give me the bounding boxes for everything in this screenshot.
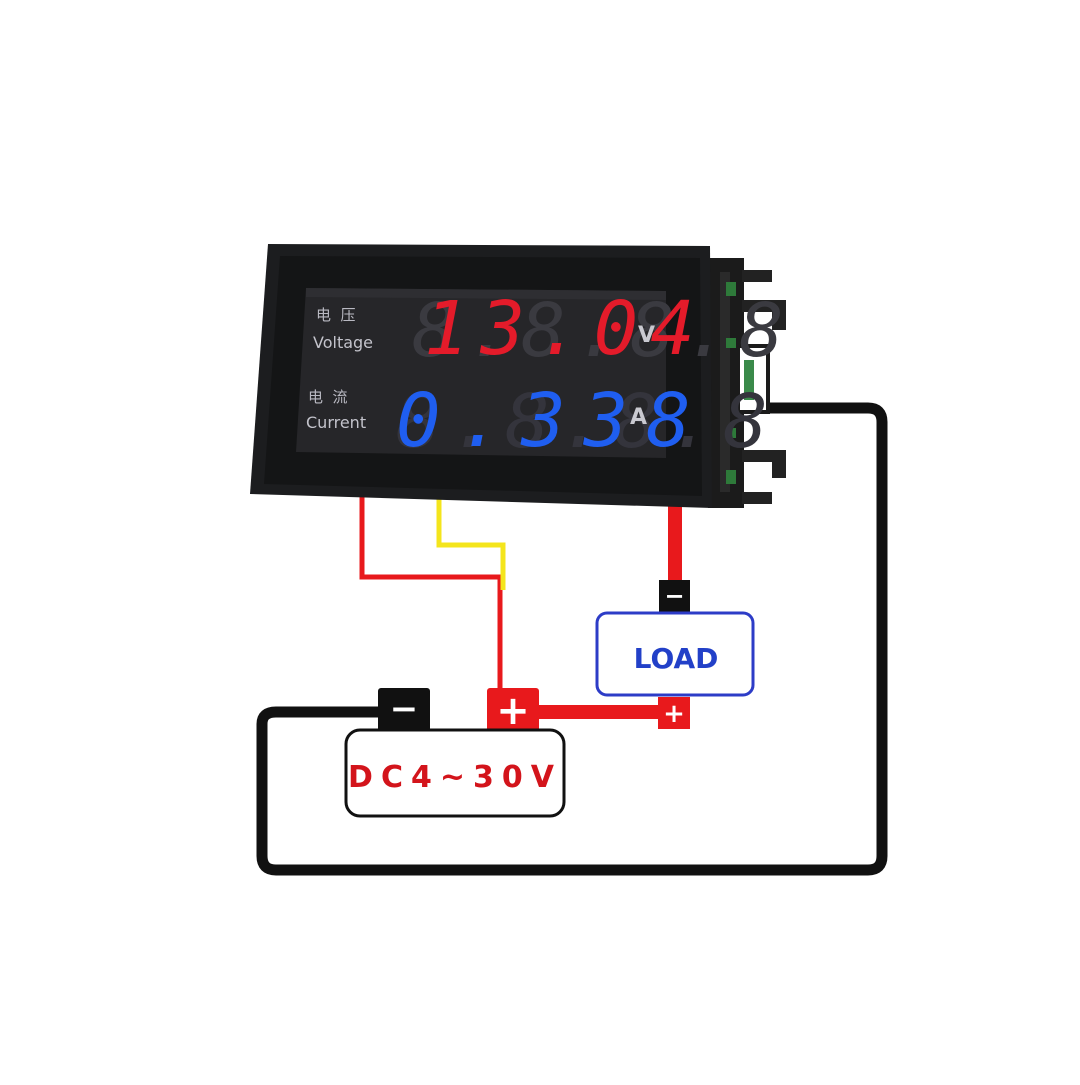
load-label: LOAD xyxy=(634,642,719,675)
load-negative-terminal xyxy=(659,580,690,614)
voltage-unit: V xyxy=(638,323,655,348)
voltage-label-cn: 电 压 xyxy=(316,306,356,324)
load-positive-symbol: + xyxy=(663,699,685,729)
yellow-wire xyxy=(436,498,506,590)
meter-module: 电 压 Voltage 电 流 Current 8.8.8.8 8.8.8.8 … xyxy=(250,244,794,508)
svg-text:8.8.8.8: 8.8.8.8 xyxy=(412,288,794,374)
red-sense-wire xyxy=(359,496,503,700)
voltage-reading: 13.04 xyxy=(424,286,707,372)
supply-box xyxy=(344,728,566,818)
current-label-en: Current xyxy=(306,413,366,432)
supply-label: DC4~30V xyxy=(348,760,562,795)
load-positive-terminal xyxy=(658,697,690,729)
load-negative-symbol: − xyxy=(664,582,684,610)
meter-display xyxy=(296,288,666,458)
voltage-label-en: Voltage xyxy=(313,333,373,352)
supply-negative-terminal xyxy=(378,688,430,732)
supply-negative-symbol: − xyxy=(390,689,419,729)
load-box xyxy=(595,611,755,697)
current-unit: A xyxy=(630,405,647,430)
mount-clip-bottom xyxy=(742,492,772,504)
svg-text:8.8.8.8: 8.8.8.8 xyxy=(396,379,778,465)
current-reading: 0.338 xyxy=(396,378,709,464)
load-block: − LOAD + xyxy=(595,580,755,729)
power-supply: − + DC4~30V xyxy=(344,688,566,818)
black-wire xyxy=(256,402,888,876)
current-label-cn: 电 流 xyxy=(308,388,348,406)
mount-clip-top xyxy=(742,270,772,282)
supply-positive-symbol: + xyxy=(496,688,530,734)
supply-positive-terminal xyxy=(487,688,539,732)
